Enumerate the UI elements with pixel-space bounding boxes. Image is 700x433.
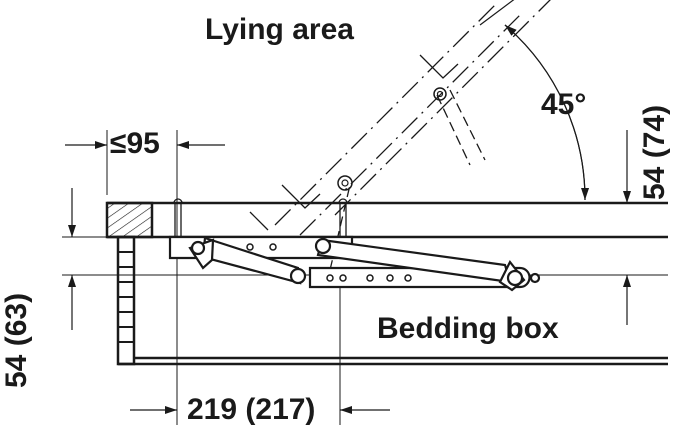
screws: [173, 198, 348, 240]
angle-label: 45°: [541, 88, 587, 121]
lying-area-label: Lying area: [205, 13, 354, 46]
raised-bracket: [249, 54, 459, 231]
raised-board-outline: [274, 0, 551, 236]
bedding-box-label: Bedding box: [377, 312, 559, 345]
height-top-label: 54 (74): [638, 104, 671, 200]
lift-mechanism: [168, 235, 541, 292]
pivot-distance-label: 219 (217): [187, 393, 316, 426]
height-left-label: 54 (63): [0, 292, 33, 388]
raised-arm: [329, 89, 486, 271]
wood-block: [105, 201, 154, 239]
angle-arc: [479, 0, 590, 201]
bedding-box: [116, 235, 668, 366]
width-max-label: ≤95: [110, 127, 160, 160]
bed-board: [105, 201, 668, 239]
